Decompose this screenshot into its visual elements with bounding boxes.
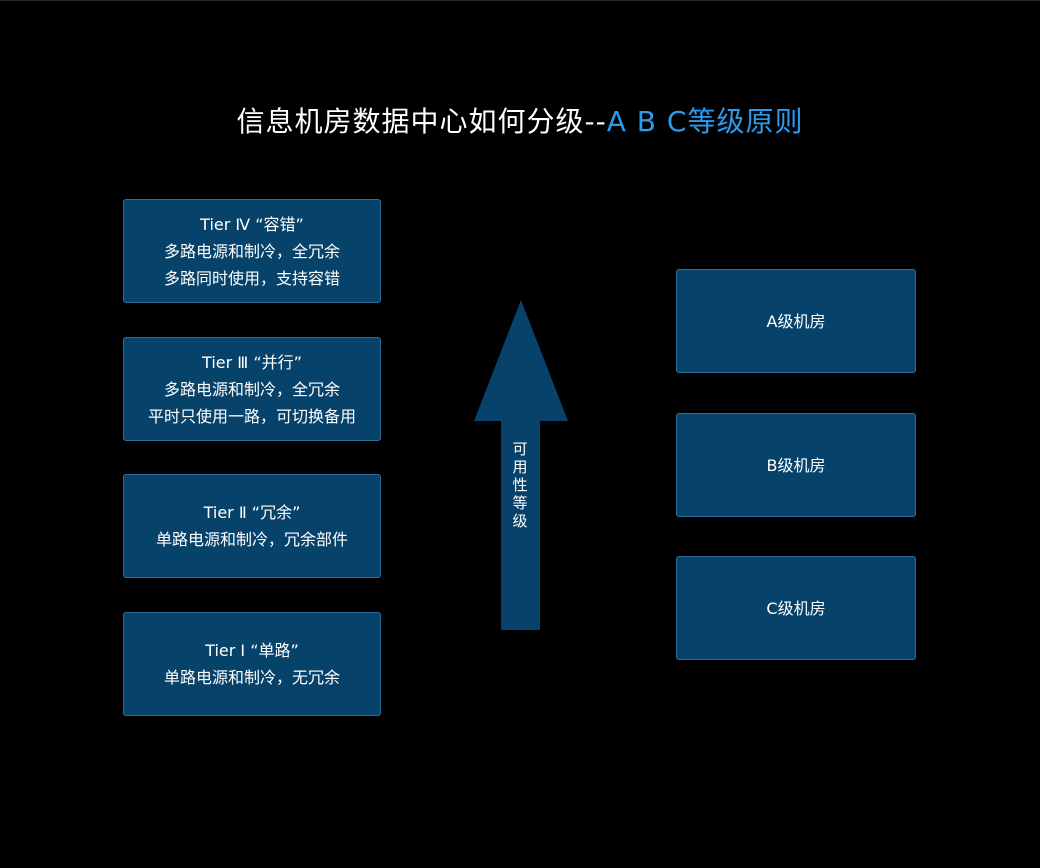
grade-a-box: A级机房: [676, 269, 916, 373]
arrow-label: 可 用 性 等 级: [500, 440, 540, 530]
arrow-label-char: 可: [512, 440, 528, 458]
grade-b-label: B级机房: [766, 455, 826, 475]
tier-3-heading: Tier Ⅲ “并行”: [202, 352, 302, 372]
title-accent: A B C等级原则: [606, 105, 804, 138]
grade-a-label: A级机房: [766, 311, 826, 331]
tier-4-heading: Tier Ⅳ “容错”: [200, 214, 304, 234]
grade-c-label: C级机房: [766, 598, 826, 618]
tier-2-box: Tier Ⅱ “冗余” 单路电源和制冷，冗余部件: [123, 474, 381, 578]
title-main: 信息机房数据中心如何分级--: [236, 105, 607, 138]
up-arrow-icon: [474, 300, 568, 630]
tier-3-line2: 平时只使用一路，可切换备用: [147, 406, 356, 426]
tier-4-line1: 多路电源和制冷，全冗余: [163, 241, 340, 261]
tier-2-heading: Tier Ⅱ “冗余”: [203, 503, 301, 522]
arrow-label-char: 等: [512, 494, 528, 512]
tier-4-box: Tier Ⅳ “容错” 多路电源和制冷，全冗余 多路同时使用，支持容错: [123, 199, 381, 303]
tier-4-line2: 多路同时使用，支持容错: [163, 268, 340, 288]
arrow-label-char: 级: [512, 512, 528, 530]
up-arrow-shape: [474, 300, 568, 630]
tier-2-line1: 单路电源和制冷，冗余部件: [155, 530, 348, 549]
tier-1-heading: Tier Ⅰ “单路”: [205, 641, 299, 660]
tier-1-line1: 单路电源和制冷，无冗余: [163, 668, 340, 687]
page-title: 信息机房数据中心如何分级--A B C等级原则: [0, 104, 1040, 140]
tier-3-line1: 多路电源和制冷，全冗余: [163, 379, 340, 399]
top-border: [0, 0, 1040, 1]
arrow-label-char: 性: [512, 476, 528, 494]
tier-3-box: Tier Ⅲ “并行” 多路电源和制冷，全冗余 平时只使用一路，可切换备用: [123, 337, 381, 441]
grade-b-box: B级机房: [676, 413, 916, 517]
tier-1-box: Tier Ⅰ “单路” 单路电源和制冷，无冗余: [123, 612, 381, 716]
arrow-label-char: 用: [512, 458, 528, 476]
grade-c-box: C级机房: [676, 556, 916, 660]
